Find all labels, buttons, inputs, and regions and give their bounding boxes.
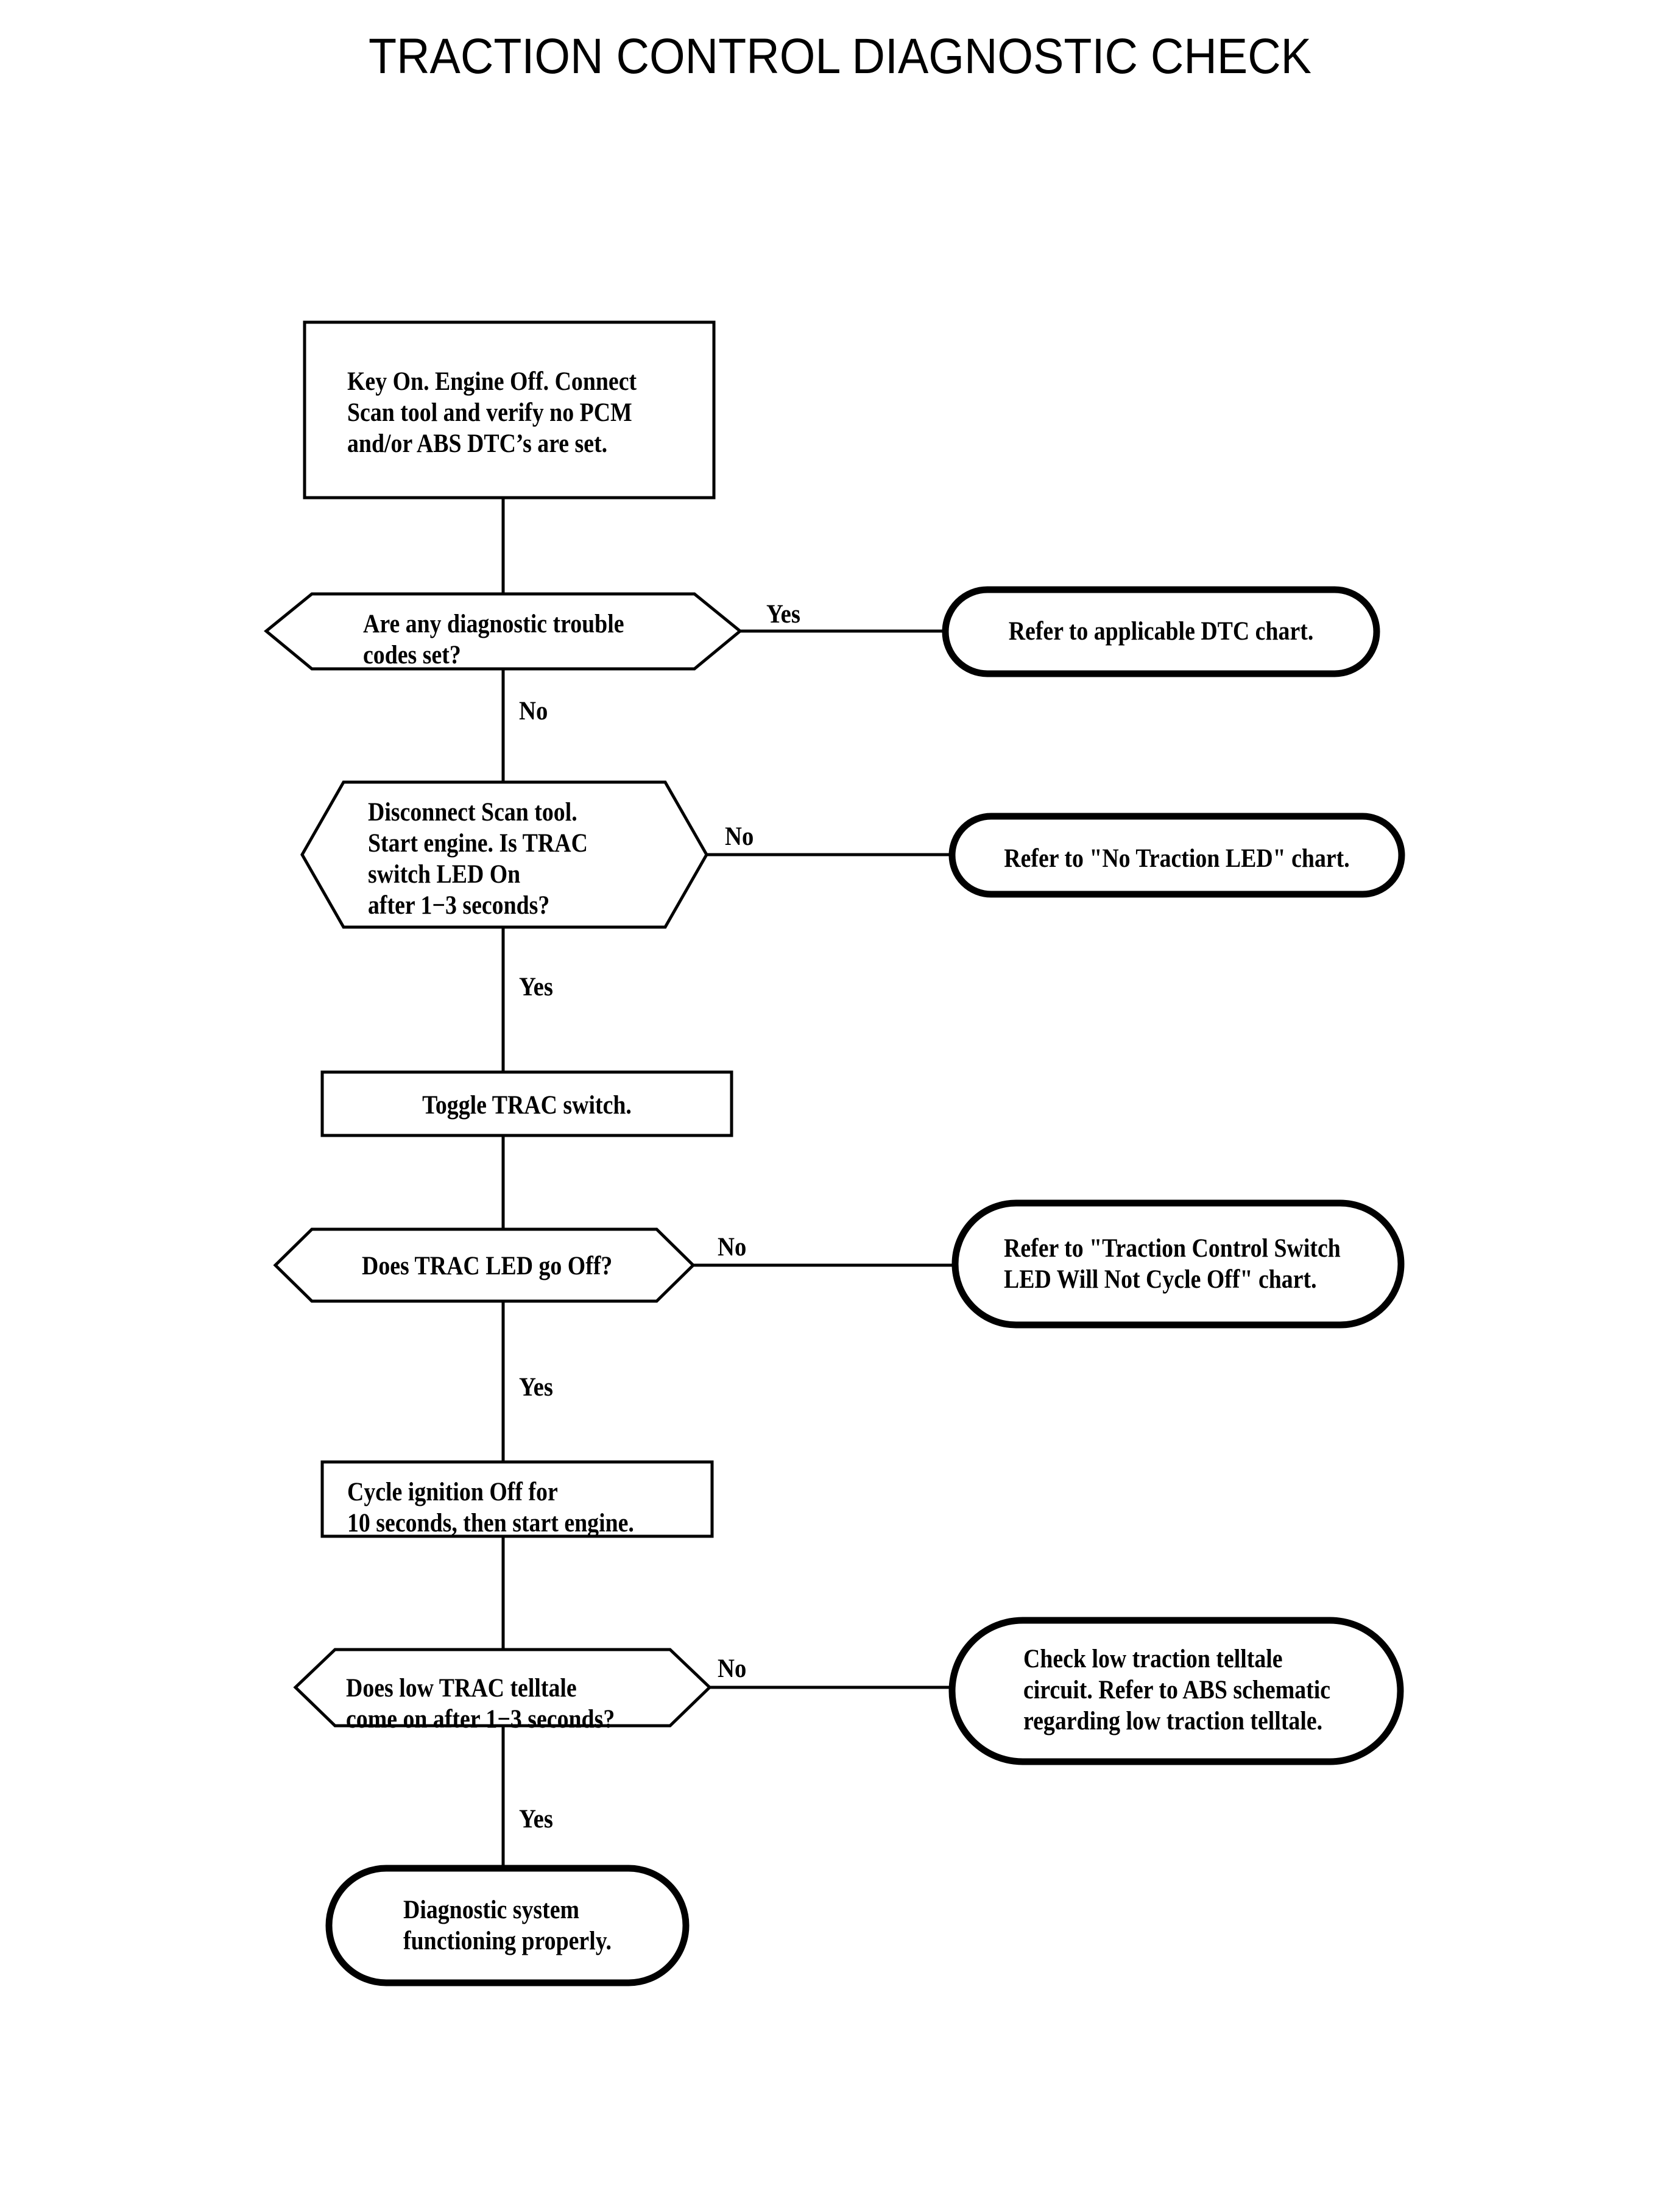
branch-label-ledoff-no: No bbox=[718, 1233, 747, 1262]
terminator-no-traction-led bbox=[948, 813, 1405, 898]
decision-trac-led-off-label: Does TRAC LED go Off? bbox=[362, 1252, 613, 1280]
branch-label-ledon-no: No bbox=[725, 822, 754, 851]
page-title: TRACTION CONTROL DIAGNOSTIC CHECK bbox=[368, 29, 1311, 84]
branch-label-ledoff-yes: Yes bbox=[519, 1373, 553, 1402]
terminator-system-ok-label: Diagnostic system functioning properly. bbox=[403, 1896, 612, 1955]
decision-low-trac-telltale bbox=[293, 1648, 712, 1728]
process-start-box-label: Key On. Engine Off. Connect Scan tool an… bbox=[347, 367, 637, 458]
terminator-switch-led-chart-label: Refer to "Traction Control Switch LED Wi… bbox=[1004, 1234, 1341, 1294]
process-toggle-switch-label: Toggle TRAC switch. bbox=[422, 1091, 632, 1120]
branch-label-ledon-yes: Yes bbox=[519, 973, 553, 1001]
branch-label-dtc-yes: Yes bbox=[766, 600, 800, 629]
decision-trac-led-off bbox=[273, 1227, 696, 1303]
terminator-switch-led-chart bbox=[951, 1199, 1405, 1329]
branch-label-telltale-no: No bbox=[718, 1654, 747, 1683]
decision-trac-led-on-label: Disconnect Scan tool. Start engine. Is T… bbox=[368, 798, 588, 920]
terminator-dtc-chart-label: Refer to applicable DTC chart. bbox=[1008, 617, 1314, 646]
process-cycle-ignition-label: Cycle ignition Off for 10 seconds, then … bbox=[347, 1478, 634, 1537]
branch-label-telltale-yes: Yes bbox=[519, 1805, 553, 1834]
decision-dtc-set-label: Are any diagnostic trouble codes set? bbox=[363, 610, 624, 669]
branch-label-dtc-no: No bbox=[519, 697, 548, 725]
process-toggle-switch bbox=[320, 1070, 733, 1137]
decision-dtc-set bbox=[264, 592, 743, 671]
decision-low-trac-telltale-label: Does low TRAC telltale come on after 1−3… bbox=[346, 1674, 615, 1734]
process-start-box bbox=[303, 320, 716, 500]
terminator-system-ok bbox=[325, 1865, 690, 1986]
terminator-no-traction-led-label: Refer to "No Traction LED" chart. bbox=[1004, 844, 1350, 873]
process-cycle-ignition bbox=[320, 1460, 714, 1538]
terminator-check-telltale-circuit-label: Check low traction telltale circuit. Ref… bbox=[1023, 1645, 1331, 1735]
terminator-check-telltale-circuit bbox=[948, 1617, 1404, 1765]
decision-trac-led-on bbox=[300, 780, 708, 929]
terminator-dtc-chart bbox=[942, 586, 1380, 677]
